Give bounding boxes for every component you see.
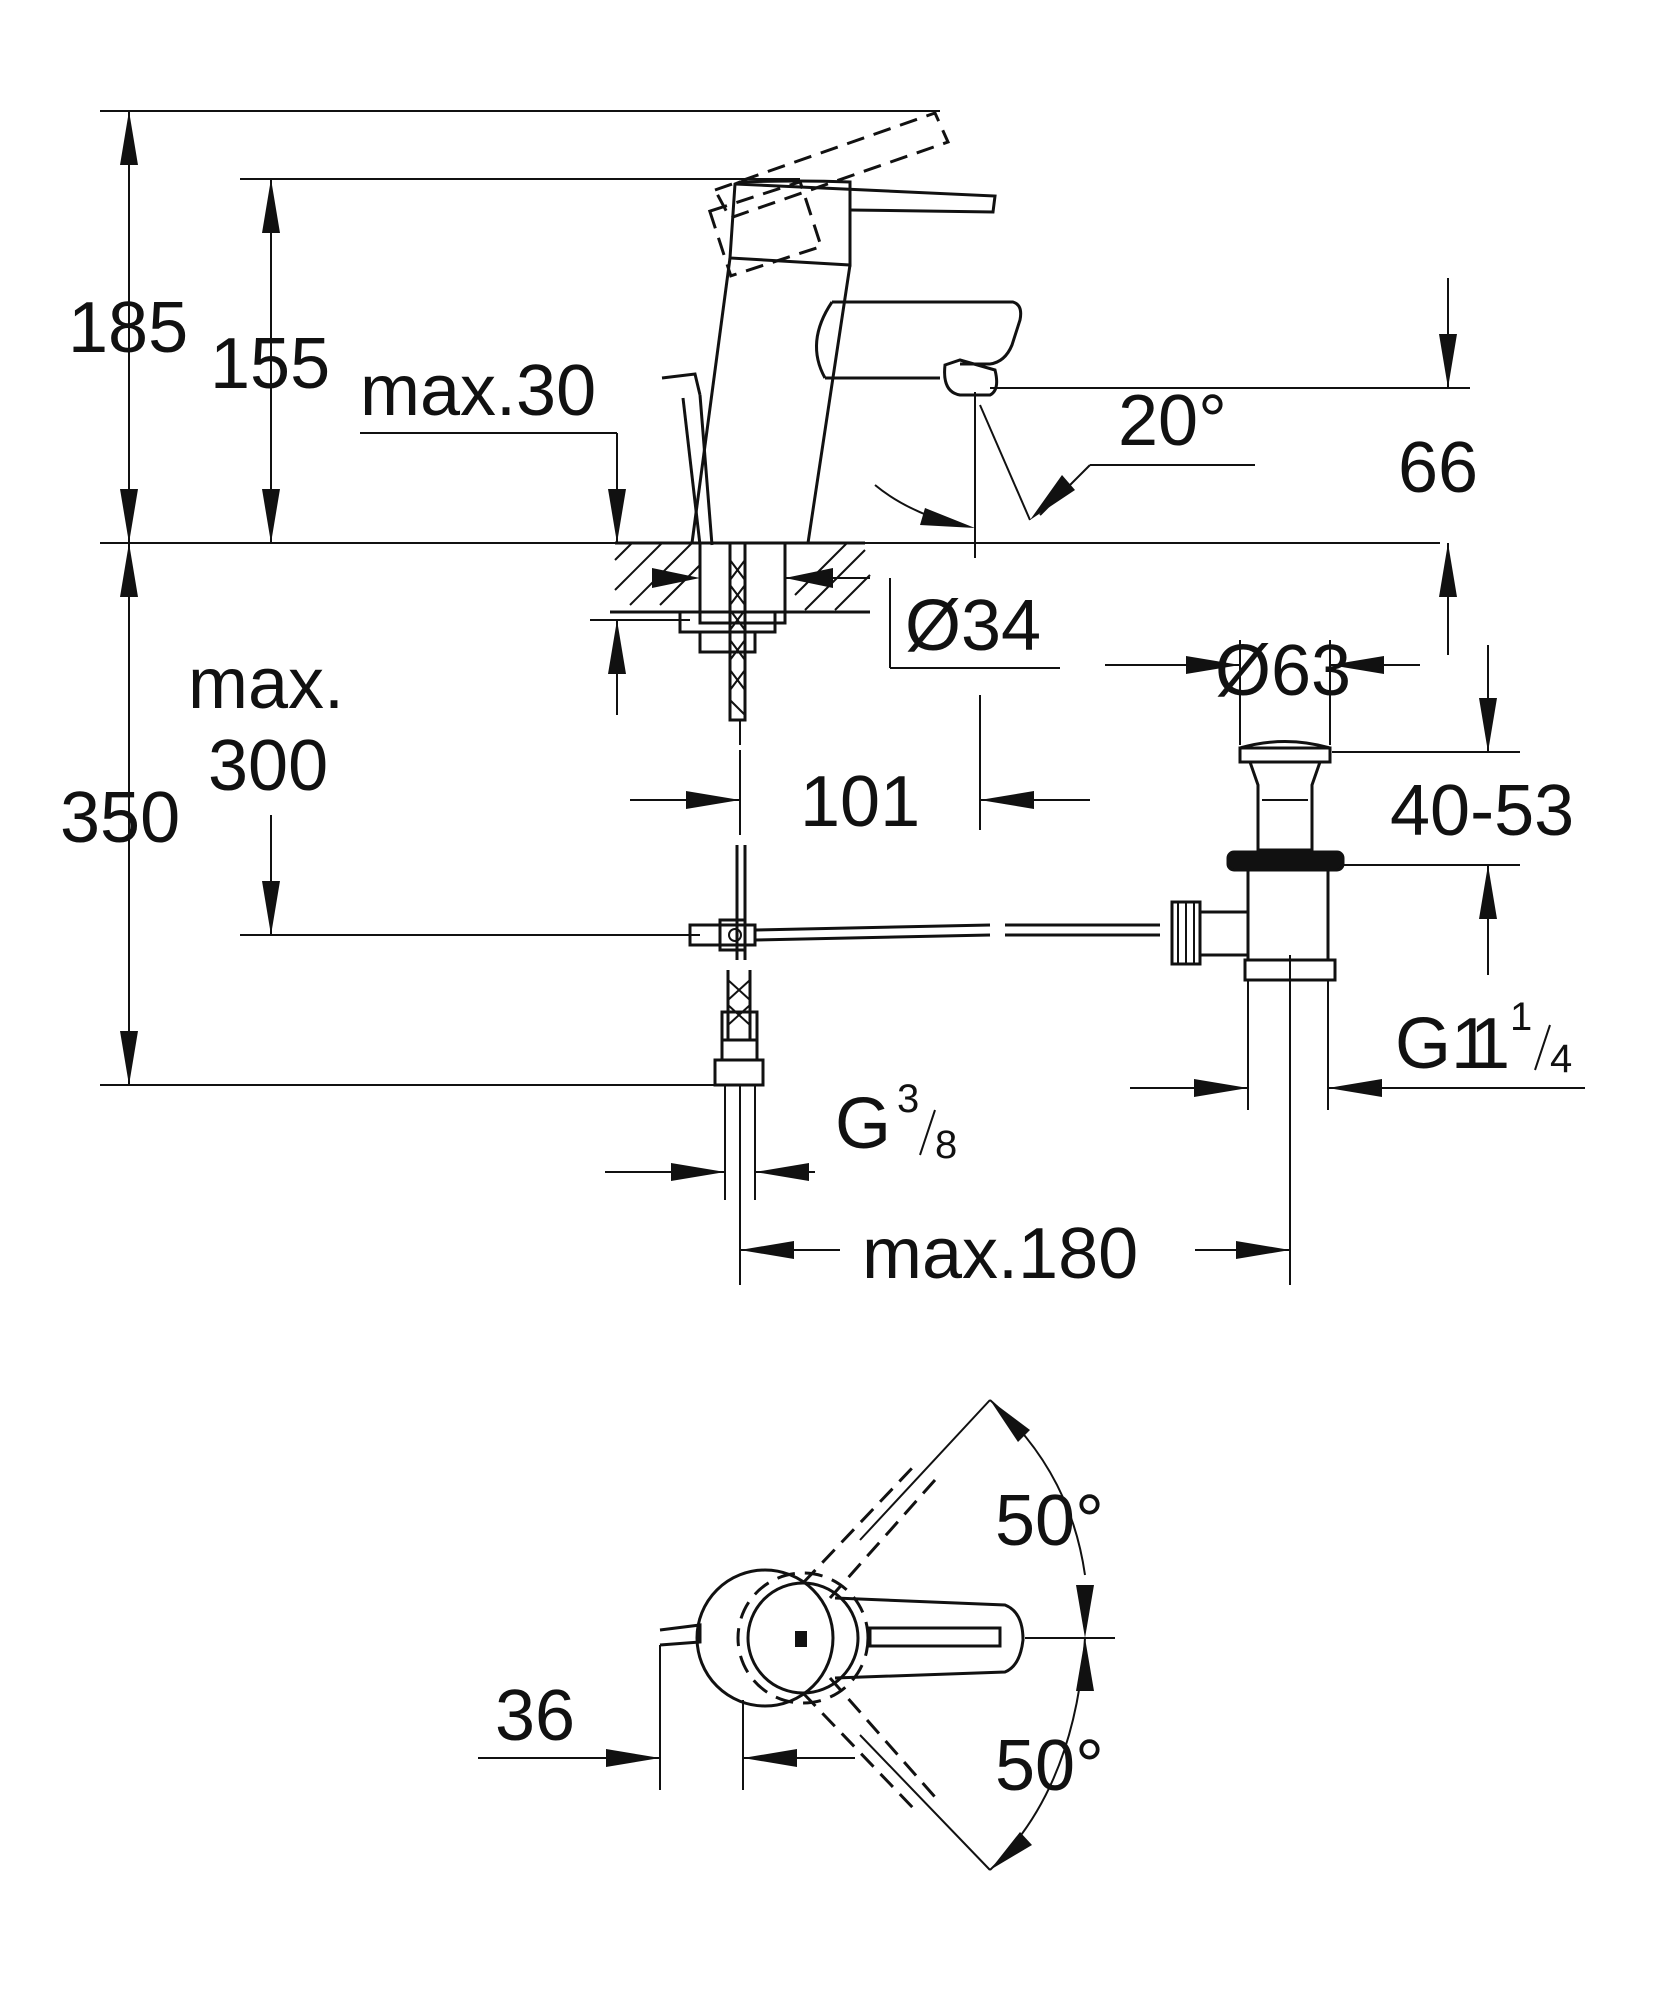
dimension-36-label: 36: [495, 1676, 575, 1756]
dimension-185-label: 185: [68, 288, 188, 368]
dimension-185: 185: [68, 111, 188, 543]
dimension-350-label: 350: [60, 778, 180, 858]
angle-50-bottom-label: 50°: [995, 1726, 1104, 1806]
dimension-40-53: 40-53: [1332, 645, 1574, 975]
dimension-g38-main: G: [835, 1084, 891, 1164]
dimension-66: 66: [1398, 278, 1478, 655]
dimension-g1-denominator: 4: [1550, 1037, 1572, 1081]
dimension-max30: max.30: [360, 351, 690, 715]
dimension-max180: max.180: [740, 955, 1291, 1294]
dimension-101: 101: [630, 695, 1090, 842]
dimension-max180-label: max.180: [862, 1214, 1138, 1294]
dimension-36: 36: [478, 1676, 855, 1767]
dimension-155: 155: [210, 179, 330, 543]
popup-rod-assembly: [688, 845, 1160, 1285]
dimension-max-label: max.: [188, 644, 344, 724]
dimension-40-53-label: 40-53: [1390, 771, 1574, 851]
dimension-g38-denominator: 8: [935, 1123, 957, 1167]
dimension-dia34-label: Ø34: [905, 586, 1041, 666]
drain-assembly: [1170, 740, 1345, 1110]
dimension-g1-whole: 1: [1470, 1004, 1510, 1084]
faucet-top-view: 50° 50°: [659, 1399, 1115, 1871]
dimension-max30-label: max.30: [360, 351, 596, 431]
deck-section: Ø34: [610, 541, 1060, 745]
faucet-side-view: 20°: [661, 111, 1470, 558]
dimension-g1-1-4: G1 1 1 4: [1130, 995, 1585, 1097]
dimension-66-label: 66: [1398, 428, 1478, 508]
dimension-300-label: 300: [208, 726, 328, 806]
dimension-101-label: 101: [800, 762, 920, 842]
dimension-dia63: Ø63: [1105, 631, 1420, 745]
dimension-155-label: 155: [210, 324, 330, 404]
dimension-max300: max. 300: [188, 644, 344, 935]
angle-50-top-label: 50°: [995, 1481, 1104, 1561]
dimension-g38-numerator: 3: [897, 1077, 919, 1121]
dimension-g38: G 3 8: [605, 1077, 957, 1181]
angle-20-label: 20°: [1118, 381, 1227, 461]
dimension-g1-main: G1: [1395, 1004, 1491, 1084]
dimension-dia63-label: Ø63: [1215, 631, 1351, 711]
dimension-g1-numerator: 1: [1510, 995, 1532, 1039]
dimension-350: 350: [60, 543, 180, 1085]
